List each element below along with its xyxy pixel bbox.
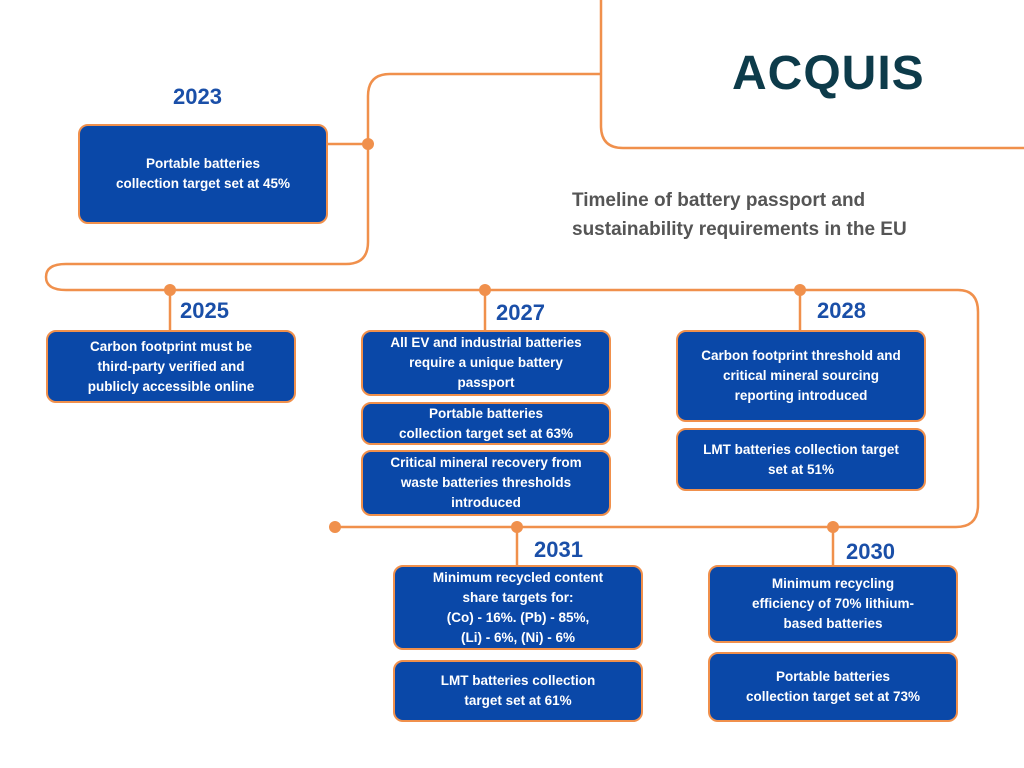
milestone-box-2023-1: Portable batteries collection target set…	[78, 124, 328, 224]
node-2030	[827, 521, 839, 533]
frame-line	[599, 0, 1024, 150]
node-left-end	[329, 521, 341, 533]
node-2025	[164, 284, 176, 296]
node-2023	[362, 138, 374, 150]
milestone-box-2027-3: Critical mineral recovery from waste bat…	[361, 450, 611, 516]
node-2028	[794, 284, 806, 296]
milestone-box-2027-2: Portable batteries collection target set…	[361, 402, 611, 445]
year-label-2030: 2030	[846, 539, 895, 564]
milestone-box-2031-2: LMT batteries collection target set at 6…	[393, 660, 643, 722]
connector-2023	[44, 72, 980, 529]
milestone-box-2028-1: Carbon footprint threshold and critical …	[676, 330, 926, 422]
milestone-box-2025-1: Carbon footprint must be third-party ver…	[46, 330, 296, 403]
milestone-box-2030-2: Portable batteries collection target set…	[708, 652, 958, 722]
year-label-2031: 2031	[534, 537, 583, 562]
node-2027	[479, 284, 491, 296]
year-label-2023: 2023	[173, 84, 222, 109]
year-label-2025: 2025	[180, 298, 229, 323]
milestone-box-2028-2: LMT batteries collection target set at 5…	[676, 428, 926, 491]
year-label-2028: 2028	[817, 298, 866, 323]
milestone-box-2027-1: All EV and industrial batteries require …	[361, 330, 611, 396]
page-title: Timeline of battery passport and sustain…	[572, 190, 907, 240]
year-label-2027: 2027	[496, 300, 545, 325]
acquis-logo: ACQUIS	[732, 47, 925, 100]
milestone-box-2030-1: Minimum recycling efficiency of 70% lith…	[708, 565, 958, 643]
milestone-box-2031-1: Minimum recycled content share targets f…	[393, 565, 643, 650]
node-2031	[511, 521, 523, 533]
